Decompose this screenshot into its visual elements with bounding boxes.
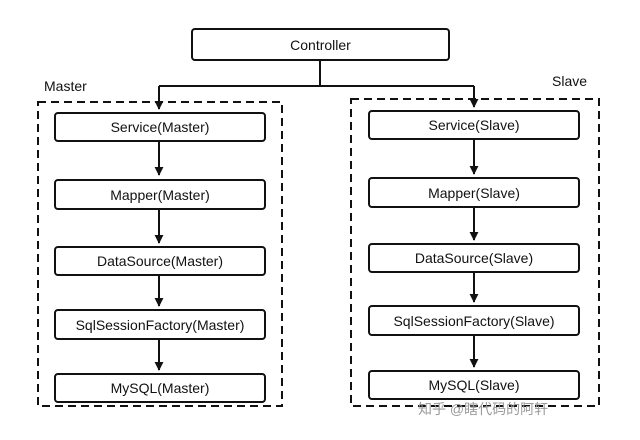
mysql-slave-node: MySQL(Slave) [368, 370, 580, 400]
master-group-label: Master [44, 78, 87, 94]
mysql-master-node: MySQL(Master) [54, 373, 266, 403]
service-slave-node: Service(Slave) [368, 110, 580, 140]
slave-group-label: Slave [552, 73, 588, 89]
sqlsessionfactory-master-node: SqlSessionFactory(Master) [54, 309, 266, 340]
controller-node: Controller [191, 28, 450, 61]
datasource-master-node: DataSource(Master) [54, 246, 266, 276]
zhihu-watermark: 知乎 @瞎代码的阿轩 [418, 401, 549, 417]
sqlsessionfactory-slave-node: SqlSessionFactory(Slave) [368, 305, 580, 336]
mapper-slave-node: Mapper(Slave) [368, 177, 580, 208]
service-master-node: Service(Master) [54, 112, 266, 142]
datasource-slave-node: DataSource(Slave) [368, 243, 580, 273]
mapper-master-node: Mapper(Master) [54, 179, 266, 210]
controller-connector [154, 61, 479, 110]
